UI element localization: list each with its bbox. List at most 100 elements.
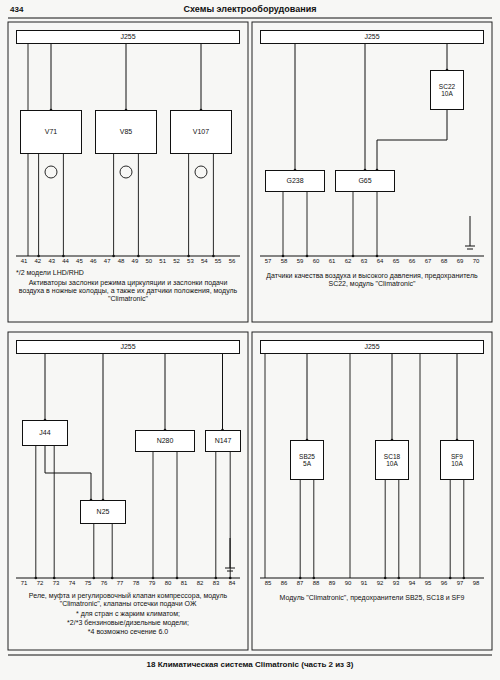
- pin-dot: [376, 255, 379, 258]
- component-label: V71: [45, 128, 57, 136]
- component-box: N147: [205, 430, 241, 452]
- component-label: SC22: [439, 83, 455, 90]
- panel-caption: Активаторы заслонки режима циркуляции и …: [16, 279, 240, 303]
- pin-number: 48: [113, 258, 129, 265]
- component-label: V85: [120, 128, 132, 136]
- panel-frame: [252, 332, 492, 650]
- pin-dot: [463, 577, 466, 580]
- fuse-box: SC2210A: [430, 70, 464, 110]
- panel-caption: */2 модели LHD/RHD: [16, 269, 240, 277]
- pin-number: 71: [16, 580, 32, 587]
- pin-number: 93: [388, 580, 404, 587]
- wire-connector: [307, 354, 308, 440]
- page-title: Схемы электрооборудования: [150, 4, 350, 14]
- pin-number: 56: [224, 258, 240, 265]
- pin-number: 69: [452, 258, 468, 265]
- fuse-box: SC1810A: [375, 440, 409, 480]
- wire: [398, 480, 399, 578]
- component-label: J255: [364, 33, 379, 41]
- component-box: V71: [20, 110, 82, 154]
- pin-number: 47: [99, 258, 115, 265]
- component-label: J255: [364, 343, 379, 351]
- wire: [313, 480, 314, 578]
- pin-number: 88: [308, 580, 324, 587]
- wire: [188, 154, 189, 256]
- pin-number: 87: [292, 580, 308, 587]
- pin-dot: [212, 255, 215, 258]
- component-label: SB25: [299, 453, 315, 460]
- pin-number: 73: [48, 580, 64, 587]
- pin-number: 82: [192, 580, 208, 587]
- pin-number: 83: [208, 580, 224, 587]
- wire-connector: [295, 44, 296, 170]
- pin-number: 63: [356, 258, 372, 265]
- pin-number: 78: [128, 580, 144, 587]
- wire: [283, 192, 284, 256]
- pin-number: 90: [340, 580, 356, 587]
- panel-caption: Реле, муфта и регулировочный клапан комп…: [16, 592, 240, 608]
- component-label: N25: [97, 508, 110, 516]
- pin-number: 84: [224, 580, 240, 587]
- motor-symbol: [45, 166, 57, 178]
- pin-dot: [229, 577, 232, 580]
- wire: [113, 154, 114, 256]
- wire: [230, 452, 231, 578]
- pin-dot: [53, 577, 56, 580]
- pin-number: 67: [420, 258, 436, 265]
- wire: [377, 192, 378, 256]
- wire: [420, 354, 421, 578]
- pin-dot: [152, 577, 155, 580]
- panel-caption: * для стран с жарким климатом;: [16, 610, 240, 618]
- wire: [300, 480, 301, 578]
- page-number: 434: [10, 5, 50, 14]
- pin-dot: [313, 577, 316, 580]
- wire: [93, 524, 94, 578]
- motor-symbol: [120, 166, 132, 178]
- footer-rule: [8, 655, 492, 656]
- component-label: SF9: [451, 453, 463, 460]
- component-label: N280: [157, 437, 174, 445]
- wire-connector: [45, 354, 46, 420]
- wire: [38, 154, 39, 256]
- module-connector: J255: [16, 30, 240, 44]
- component-box: V107: [170, 110, 232, 154]
- pin-dot: [112, 255, 115, 258]
- panel-frame: [8, 22, 248, 322]
- header-rule: [8, 18, 492, 19]
- component-box: J44: [22, 420, 68, 446]
- pin-dot: [398, 577, 401, 580]
- pin-dot: [215, 577, 218, 580]
- pin-dot: [282, 255, 285, 258]
- component-label: V107: [193, 128, 209, 136]
- component-label: 10A: [386, 460, 398, 467]
- wire-connector: [51, 44, 52, 110]
- pin-number: 42: [30, 258, 46, 265]
- pin-number: 68: [436, 258, 452, 265]
- panel-frame: [252, 22, 492, 322]
- pin-number: 85: [260, 580, 276, 587]
- component-label: G65: [358, 177, 371, 185]
- pin-number: 86: [276, 580, 292, 587]
- wire: [265, 354, 266, 578]
- fuse-box: SB255A: [290, 440, 324, 480]
- pin-dot: [35, 577, 38, 580]
- component-box: N280: [135, 430, 195, 452]
- pin-dot: [37, 255, 40, 258]
- pin-dot: [299, 577, 302, 580]
- pin-dot: [62, 255, 65, 258]
- wire-connector: [377, 110, 447, 170]
- pin-number: 97: [452, 580, 468, 587]
- pin-dot: [137, 255, 140, 258]
- panel-caption: *2/*3 бензиновые/дизельные модели;: [16, 619, 240, 627]
- pin-number: 72: [32, 580, 48, 587]
- pin-number: 76: [96, 580, 112, 587]
- pin-number: 53: [182, 258, 198, 265]
- component-box: V85: [95, 110, 157, 154]
- wire: [138, 154, 139, 256]
- wire: [350, 354, 351, 578]
- pin-dot: [352, 255, 355, 258]
- pin-number: 96: [436, 580, 452, 587]
- component-label: G238: [286, 177, 303, 185]
- wire-connector: [165, 354, 166, 430]
